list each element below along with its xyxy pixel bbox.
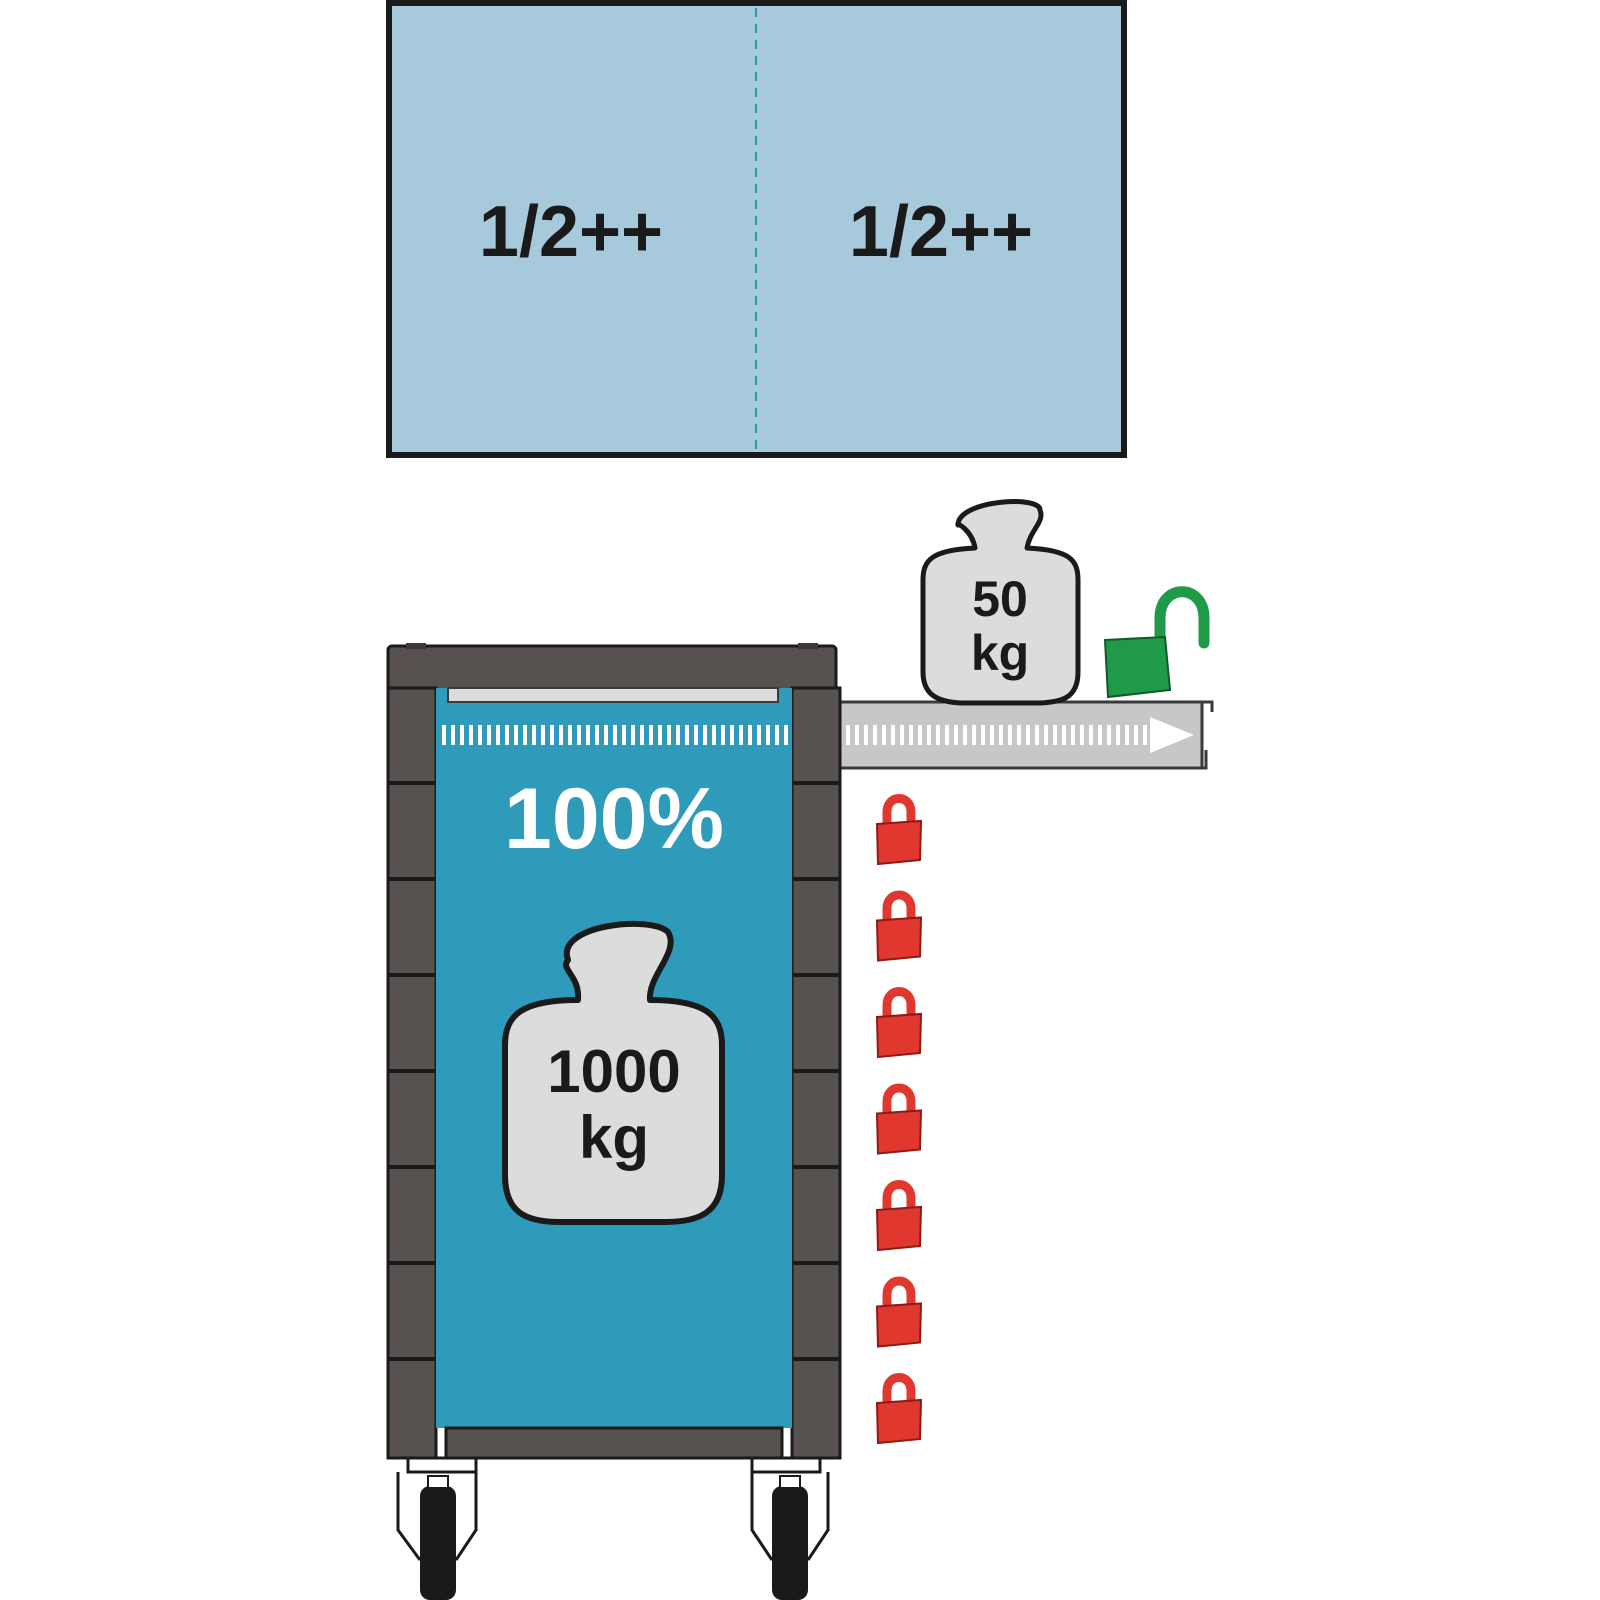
left-compartment-label: 1/2++ — [479, 192, 663, 272]
caster-wheel-icon-left — [396, 1456, 478, 1600]
right-compartment-label: 1/2++ — [849, 192, 1033, 272]
drawer-layout-panel: 1/2++ 1/2++ — [386, 0, 1127, 458]
padlock-closed-icon — [875, 1180, 923, 1252]
weight-icon-large: 1000 kg — [502, 920, 725, 1225]
padlock-closed-icon — [875, 794, 923, 866]
padlock-closed-icon — [875, 1276, 923, 1348]
frame-segment-lines — [388, 781, 840, 1361]
large-weight-unit: kg — [579, 1104, 649, 1171]
padlock-closed-icon — [875, 987, 923, 1059]
padlock-closed-icon — [875, 1373, 923, 1445]
load-percent-label: 100% — [504, 771, 724, 867]
caster-wheel-icon-right — [750, 1456, 830, 1600]
cabinet-top-cap — [386, 644, 838, 694]
padlock-closed-icon — [875, 890, 923, 962]
extension-arrow-icon — [1150, 717, 1194, 753]
padlock-closed-icon — [875, 1083, 923, 1155]
large-weight-number: 1000 — [547, 1038, 680, 1105]
small-weight-unit: kg — [971, 625, 1029, 681]
cabinet-plinth — [444, 1426, 784, 1460]
drawer-handle — [447, 687, 779, 703]
extended-drawer-rail — [836, 700, 1214, 770]
weight-icon-small: 50 kg — [920, 499, 1081, 706]
padlock-open-icon — [1103, 586, 1210, 699]
locked-drawers-column — [875, 794, 923, 1445]
tool-cabinet: 100% 1000 kg — [386, 643, 842, 1460]
small-weight-number: 50 — [972, 571, 1028, 627]
